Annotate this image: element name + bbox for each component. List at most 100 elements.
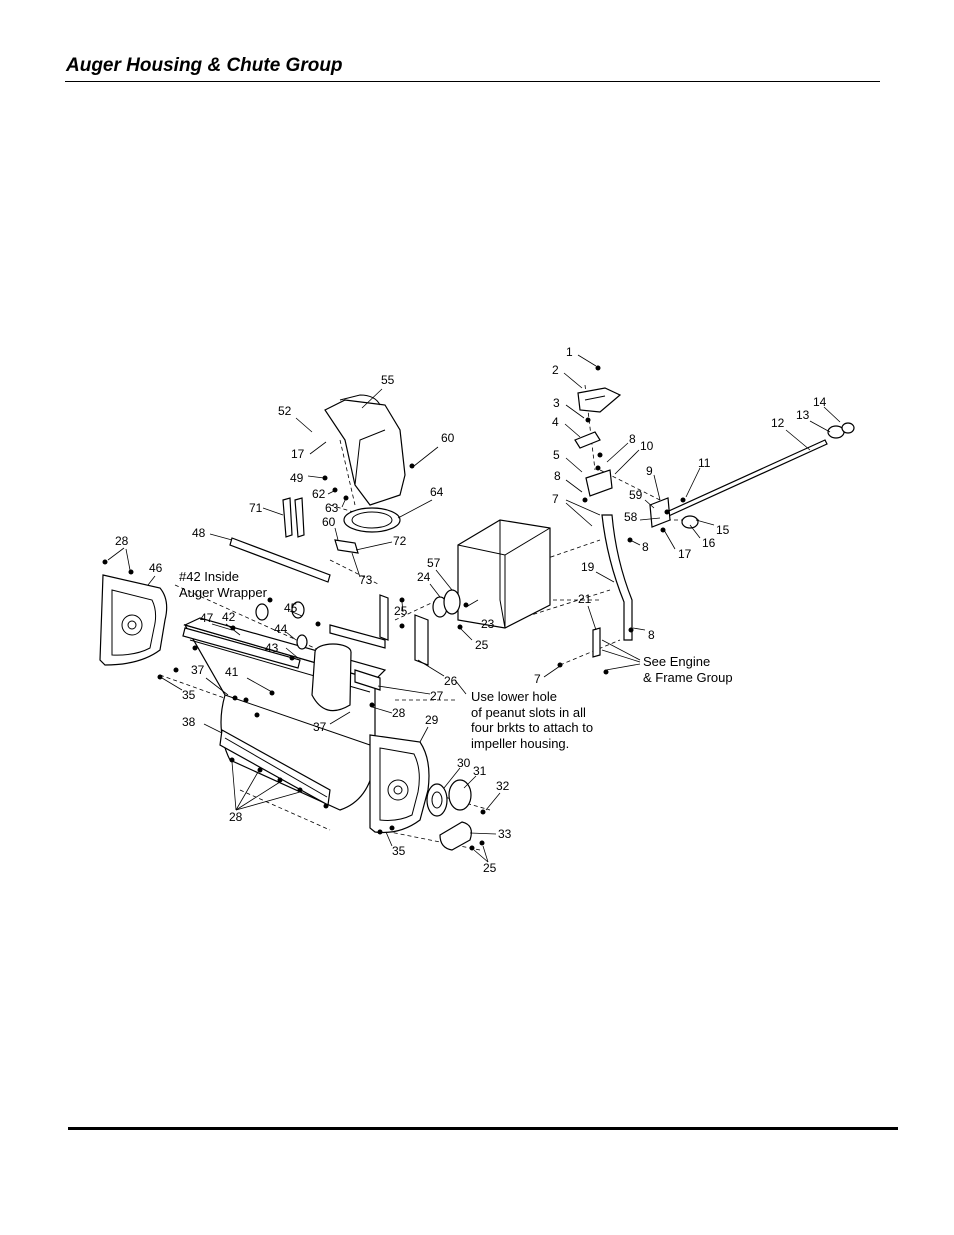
callout-23: 23 (481, 617, 495, 631)
support-brackets (329, 594, 429, 691)
callout-12: 12 (771, 416, 785, 430)
callout-60: 60 (441, 431, 455, 445)
auger-side-panel-right (369, 734, 430, 834)
engine-frame (457, 519, 551, 629)
callout-37: 37 (313, 720, 327, 734)
note-lower-hole: of peanut slots in all (471, 705, 586, 720)
callout-42: 42 (222, 610, 236, 624)
callout-14: 14 (813, 395, 827, 409)
callout-7: 7 (552, 492, 559, 506)
callout-7: 7 (534, 672, 541, 686)
callout-35: 35 (392, 844, 406, 858)
callout-52: 52 (278, 404, 292, 418)
callout-4: 4 (552, 415, 559, 429)
callout-55: 55 (381, 373, 395, 387)
chute-ring (343, 507, 401, 533)
callout-28: 28 (229, 810, 243, 824)
callout-17: 17 (291, 447, 305, 461)
callout-62: 62 (312, 487, 326, 501)
callout-8: 8 (554, 469, 561, 483)
callout-27: 27 (430, 689, 444, 703)
note-lower-hole: Use lower hole (471, 689, 557, 704)
note-inside-wrapper: Auger Wrapper (179, 585, 268, 600)
part-callouts: 1 2 3 4 5 8 10 8 9 11 7 59 58 8 17 16 15… (115, 345, 827, 875)
callout-71: 71 (249, 501, 263, 515)
callout-73: 73 (359, 573, 373, 587)
callout-3: 3 (553, 396, 560, 410)
crank-bracket (649, 497, 699, 529)
note-lower-hole: four brkts to attach to (471, 720, 593, 735)
callout-8: 8 (642, 540, 649, 554)
impeller-spout (311, 643, 352, 712)
auger-shaft (182, 627, 301, 669)
callout-13: 13 (796, 408, 810, 422)
callout-8: 8 (629, 432, 636, 446)
callout-21: 21 (578, 592, 592, 606)
callout-30: 30 (457, 756, 471, 770)
callout-60: 60 (322, 515, 336, 529)
callout-28: 28 (115, 534, 129, 548)
footer-rule (68, 1127, 898, 1130)
callout-8: 8 (648, 628, 655, 642)
callout-25: 25 (483, 861, 497, 875)
callout-5: 5 (553, 448, 560, 462)
callout-47: 47 (200, 611, 214, 625)
hardware-fasteners (102, 365, 686, 851)
crank-rod (659, 422, 855, 520)
header-rule (65, 81, 880, 82)
callout-16: 16 (702, 536, 716, 550)
callout-9: 9 (646, 464, 653, 478)
page-title: Auger Housing & Chute Group (66, 55, 343, 76)
callout-11: 11 (698, 456, 711, 470)
callout-17: 17 (678, 547, 692, 561)
callout-31: 31 (473, 764, 487, 778)
callout-38: 38 (182, 715, 196, 729)
callout-35: 35 (182, 688, 196, 702)
callout-32: 32 (496, 779, 510, 793)
callout-10: 10 (640, 439, 654, 453)
control-rod (601, 514, 633, 641)
callout-2: 2 (552, 363, 559, 377)
callout-49: 49 (290, 471, 304, 485)
callout-25: 25 (475, 638, 489, 652)
callout-46: 46 (149, 561, 163, 575)
bushings (255, 601, 308, 650)
auger-side-panel-left (99, 574, 168, 666)
bearing-24 (432, 589, 461, 618)
callout-58: 58 (624, 510, 638, 524)
callout-59: 59 (629, 488, 643, 502)
callout-64: 64 (430, 485, 444, 499)
callout-24: 24 (417, 570, 431, 584)
callout-25: 25 (394, 604, 408, 618)
callout-45: 45 (284, 601, 298, 615)
callout-57: 57 (427, 556, 441, 570)
chute-control-head (574, 387, 622, 497)
callout-41: 41 (225, 665, 239, 679)
callout-44: 44 (274, 622, 288, 636)
callout-28: 28 (392, 706, 406, 720)
note-lower-hole: impeller housing. (471, 736, 569, 751)
callout-1: 1 (566, 345, 573, 359)
leader-lines (107, 354, 841, 863)
callout-37: 37 (191, 663, 205, 677)
note-inside-wrapper: #42 Inside (179, 569, 239, 584)
callout-48: 48 (192, 526, 206, 540)
rod-48 (229, 537, 331, 583)
bracket-21 (592, 627, 601, 658)
discharge-chute (324, 394, 406, 506)
assembly-notes: #42 Inside Auger Wrapper See Engine & Fr… (179, 569, 733, 751)
chute-clamps (282, 497, 359, 554)
assembly-lines (159, 384, 700, 851)
callout-29: 29 (425, 713, 439, 727)
callout-33: 33 (498, 827, 512, 841)
callout-15: 15 (716, 523, 730, 537)
note-see-engine: & Frame Group (643, 670, 733, 685)
callout-26: 26 (444, 674, 458, 688)
callout-72: 72 (393, 534, 407, 548)
callout-63: 63 (325, 501, 339, 515)
callout-43: 43 (265, 641, 279, 655)
callout-19: 19 (581, 560, 595, 574)
bearing-plates (426, 779, 472, 851)
note-see-engine: See Engine (643, 654, 710, 669)
